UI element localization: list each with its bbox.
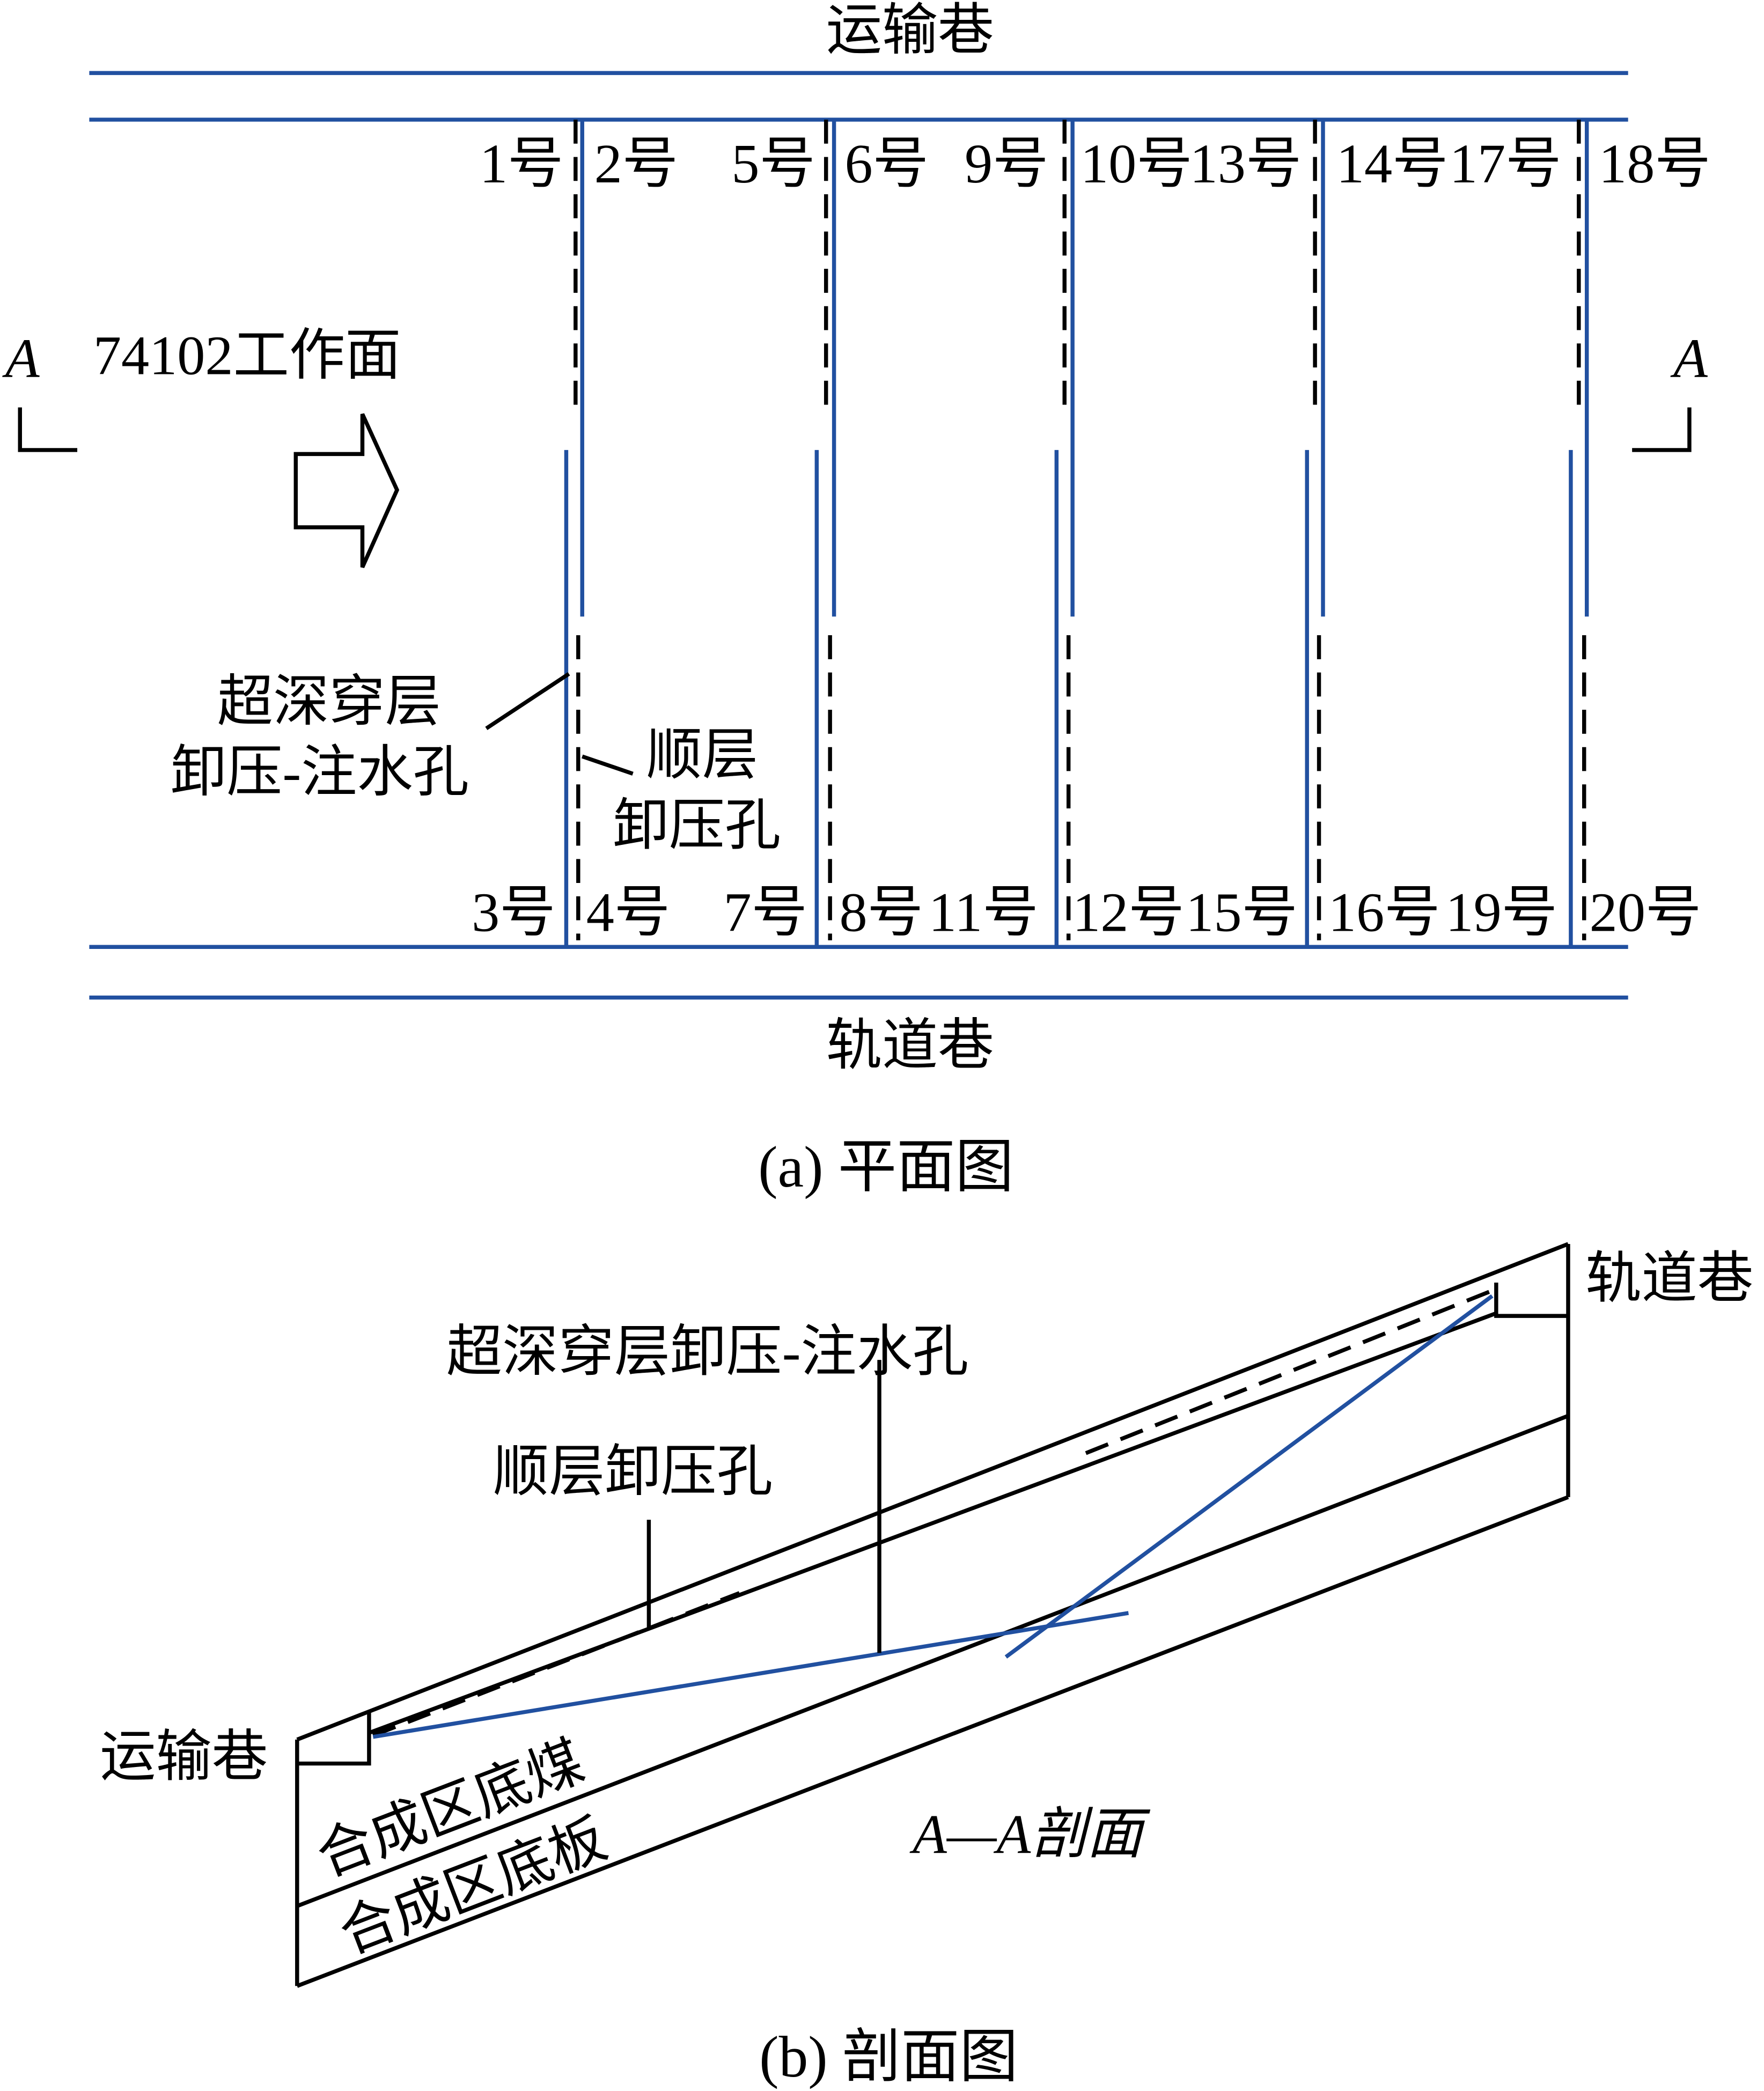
coal-floor-line (296, 1413, 1569, 1908)
leader-line (485, 672, 570, 731)
lower-boreholes (564, 450, 1586, 947)
hole-label: 12号 (1072, 881, 1185, 943)
hole-label: 7号 (723, 881, 807, 943)
hole-label: 10号 (1081, 132, 1193, 195)
hole-label: 16号 (1328, 881, 1440, 943)
deep-hole (1004, 1294, 1494, 1659)
hole-label: 15号 (1186, 881, 1298, 943)
top-roadway-label: 运输巷 (826, 0, 994, 61)
section-title: A—A剖面 (909, 1803, 1150, 1865)
bedding-hole (372, 1591, 740, 1737)
bedding-hole (1085, 1289, 1493, 1455)
bedding-hole-label: 卸压孔 (613, 794, 781, 857)
advance-arrow-icon (293, 413, 400, 568)
hole-label: 8号 (840, 881, 923, 943)
plan-view: 运输巷 轨道巷 (2, 0, 1711, 1199)
deep-hole-label: 超深穿层 (217, 671, 441, 733)
bottom-roadway-label: 轨道巷 (826, 1014, 994, 1077)
right-roadway-box (1494, 1283, 1568, 1318)
left-roadway-label: 运输巷 (100, 1726, 268, 1788)
leader-line (582, 754, 634, 776)
deep-hole (372, 1611, 1129, 1739)
hole-label: 4号 (586, 881, 670, 943)
section-view: 超深穿层卸压-注水孔 顺层卸压孔 轨道巷 运输巷 合成区底煤 合成区底板 A—A… (100, 1242, 1753, 2089)
face-label: 74102工作面 (93, 324, 401, 386)
hole-label: 3号 (472, 881, 555, 943)
hole-label: 1号 (480, 132, 563, 195)
bottom-hole-labels: 3号 4号 7号 8号 11号 12号 15号 16号 19号 20号 (472, 881, 1701, 943)
hole-label: 11号 (929, 881, 1039, 943)
deep-hole-label: 卸压-注水孔 (171, 741, 469, 804)
section-bracket-left (18, 407, 78, 452)
hole-label: 9号 (965, 132, 1048, 195)
hole-label: 13号 (1190, 132, 1302, 195)
bedding-hole-label: 顺层 (646, 724, 758, 786)
upper-boreholes (574, 120, 1589, 617)
right-roadway-label: 轨道巷 (1585, 1247, 1753, 1309)
seam-roof (296, 1242, 1569, 1742)
section-mark-left: A (2, 327, 40, 389)
hole-label: 19号 (1445, 881, 1557, 943)
hole-label: 6号 (844, 132, 928, 195)
top-hole-labels: 1号 2号 5号 6号 9号 10号 13号 14号 17号 18号 (480, 132, 1711, 195)
hole-label: 2号 (594, 132, 678, 195)
caption-a: (a) 平面图 (758, 1135, 1013, 1199)
section-bracket-right (1632, 407, 1692, 452)
hole-label: 17号 (1450, 132, 1562, 195)
hole-label: 20号 (1590, 881, 1702, 943)
bedding-hole-label: 顺层卸压孔 (493, 1440, 773, 1503)
section-mark-right: A (1670, 327, 1708, 389)
hole-label: 14号 (1336, 132, 1449, 195)
left-roadway-box (297, 1711, 371, 1766)
hole-label: 18号 (1599, 132, 1711, 195)
caption-b: (b) 剖面图 (759, 2024, 1018, 2089)
deep-hole-label: 超深穿层卸压-注水孔 (446, 1321, 968, 1383)
bottom-line (296, 1495, 1569, 1988)
hole-label: 5号 (731, 132, 815, 195)
